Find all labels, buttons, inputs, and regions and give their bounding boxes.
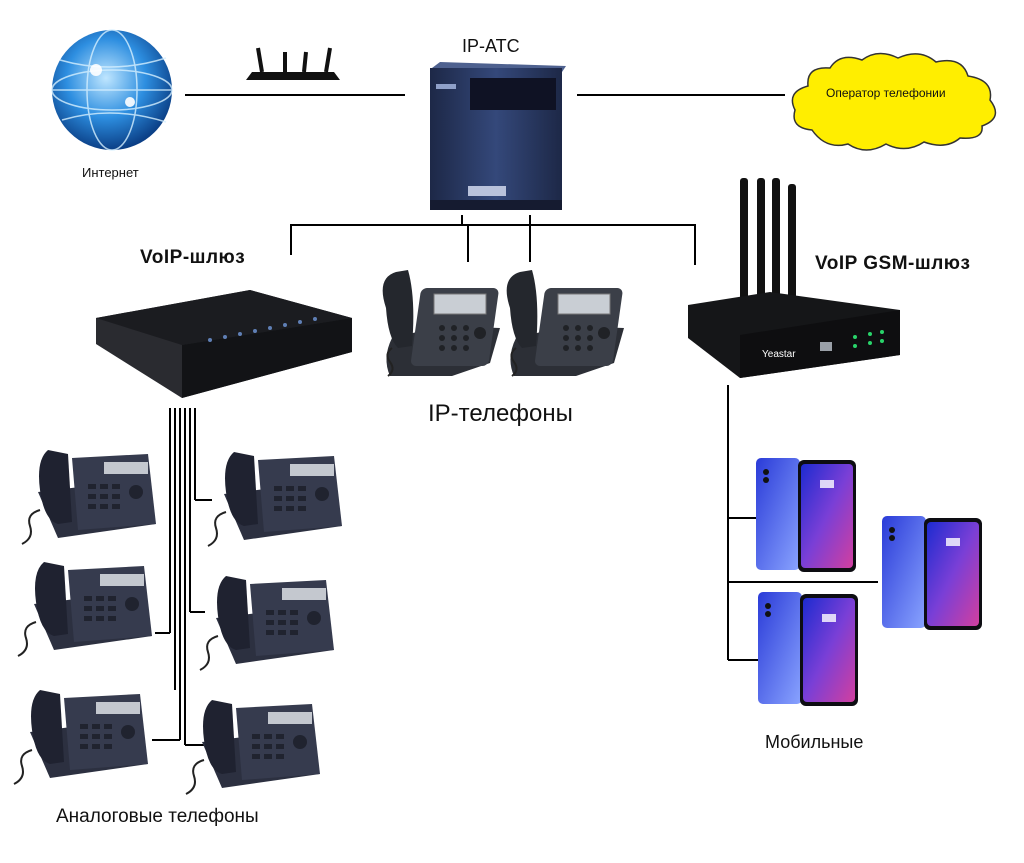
internet-label: Интернет (82, 165, 139, 180)
ip-phone-icon (505, 269, 625, 377)
gsm-gateway-label: VoIP GSM-шлюз (815, 253, 971, 274)
cloud-icon (791, 52, 997, 151)
mobiles-label: Мобильные (765, 732, 864, 752)
globe-icon (51, 29, 173, 151)
analog-phone-icon (207, 451, 343, 547)
analog-phone-icon (17, 561, 153, 657)
smartphone-icon (756, 458, 856, 572)
operator-label: Оператор телефонии (826, 86, 946, 100)
gsm-gateway-icon: Yeastar (688, 178, 900, 378)
analog-phone-icon (21, 449, 157, 545)
voip-gateway-label: VoIP-шлюз (140, 247, 246, 268)
analog-phone-icon (199, 575, 335, 671)
ip-phones-label: IP-телефоны (428, 400, 573, 427)
ip-phone-icon (381, 269, 501, 377)
smartphone-icon (882, 516, 982, 630)
gsm-brand: Yeastar (762, 349, 796, 360)
voip-gateway-icon (96, 290, 352, 398)
pbx-label: IP-АТС (462, 36, 520, 56)
smartphone-icon (758, 592, 858, 706)
analog-phone-icon (185, 699, 321, 795)
analog-phones-label: Аналоговые телефоны (56, 806, 259, 827)
router-icon (246, 47, 340, 80)
analog-phone-icon (13, 689, 149, 785)
pbx-icon (430, 62, 566, 210)
connection-lines (152, 94, 878, 746)
